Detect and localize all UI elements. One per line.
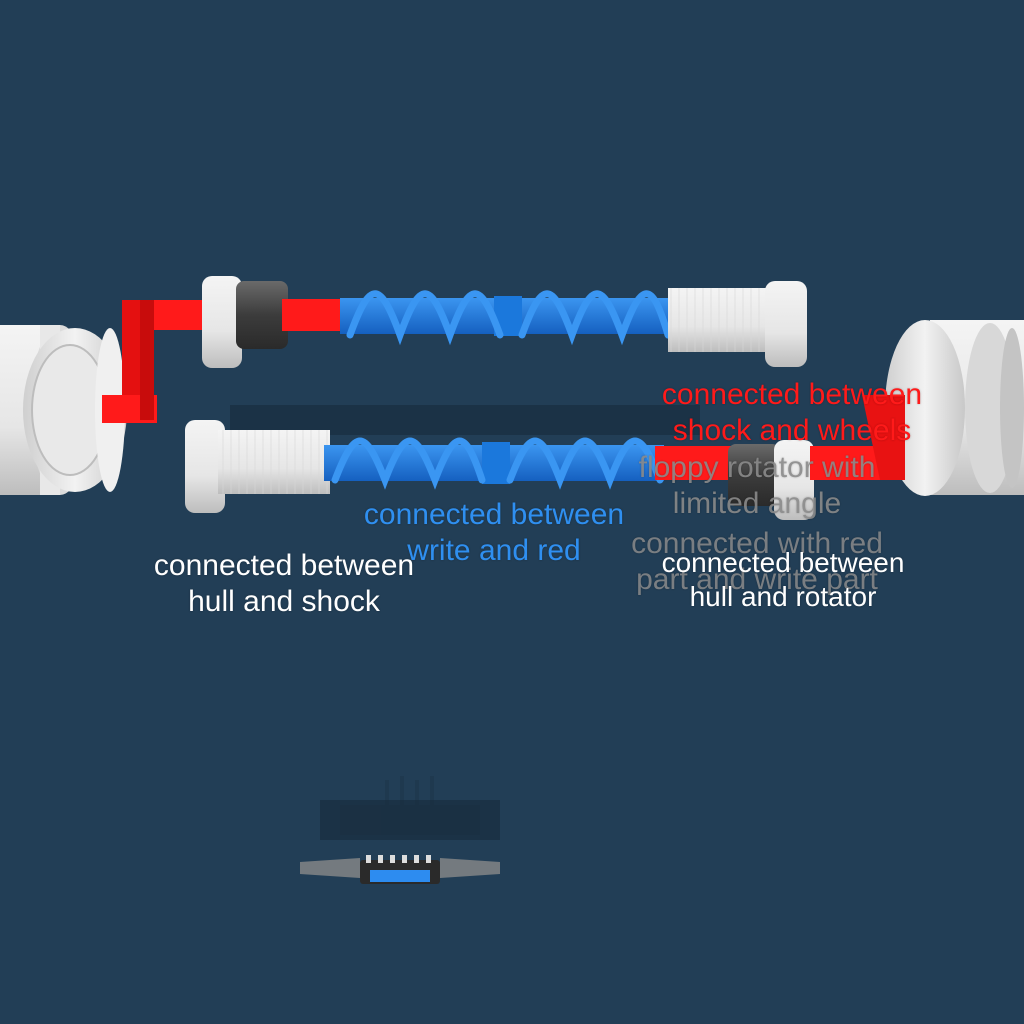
label-red-and-write-part: connected with red part and write part [631,526,883,598]
upper-white-cap [765,281,807,367]
upper-hull-hub [202,276,242,368]
label-shock-and-wheels-line1: connected between [661,378,923,411]
upper-suspension-assembly[interactable] [102,276,807,423]
lower-red-shaft [655,446,735,480]
label-hull-and-rotator: connected between hull and rotator [662,546,905,614]
lower-white-cap [185,420,225,513]
lower-spring-coil [331,437,664,490]
lower-white-hub [774,440,814,520]
left-wheel[interactable] [0,325,127,495]
label-floppy-rotator-line1: floppy rotator with [638,451,876,484]
label-write-and-red: connected between write and red [364,497,624,569]
label-hull-and-shock-line1: connected between [153,549,415,582]
label-shock-and-wheels-line2: shock and wheels [672,414,912,447]
label-red-and-write-part-line2: part and write part [636,563,878,596]
lower-spring-center-collar [482,442,510,484]
label-write-and-red-line1: connected between [363,498,625,531]
label-shock-and-wheels: connected between shock and wheels [662,377,922,449]
lower-suspension-assembly[interactable] [185,395,905,520]
label-hull-and-shock-line2: hull and shock [188,585,380,618]
label-hull-and-rotator-line1: connected between [661,547,905,578]
label-red-and-write-part-line1: connected with red [631,527,883,560]
upper-bearing [236,281,288,349]
label-hull-and-shock: connected between hull and shock [154,548,414,620]
vehicle-minimap-icon[interactable] [300,776,500,884]
lower-bearing [728,444,780,506]
label-hull-and-rotator-line2: hull and rotator [689,581,877,612]
upper-red-crank [102,300,207,423]
lower-red-crank [862,395,905,480]
label-floppy-rotator-line2: limited angle [672,487,842,520]
upper-spring-coil [346,290,672,346]
label-floppy-rotator: floppy rotator with limited angle [639,450,876,522]
label-write-and-red-line2: write and red [407,534,581,567]
upper-red-shaft [282,299,347,331]
